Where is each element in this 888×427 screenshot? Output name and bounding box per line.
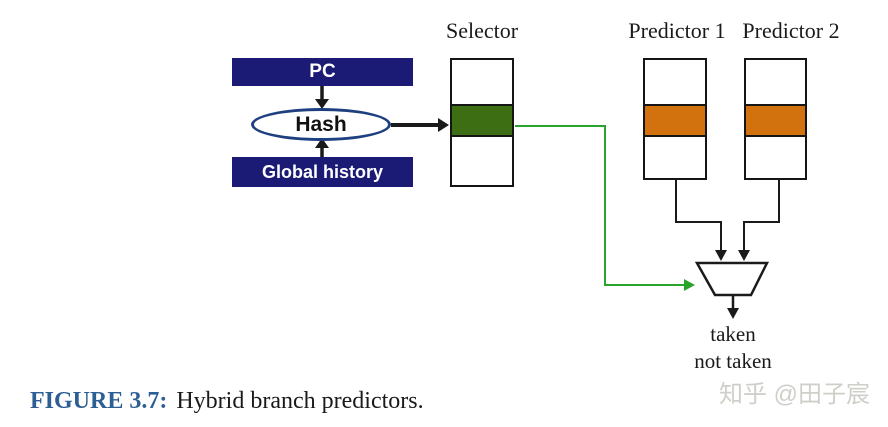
pc-box: PC: [232, 58, 413, 86]
mux-shape: [694, 261, 770, 297]
selector-table: [450, 58, 514, 187]
hash-ellipse: Hash: [251, 108, 391, 141]
predictor1-entry-top: [645, 60, 705, 104]
figure-number-label: FIGURE 3.7:: [30, 388, 168, 414]
predictor2-entry-selected: [746, 104, 805, 137]
predictor2-entry-top: [746, 60, 805, 104]
predictor2-to-mux-wire: [738, 180, 780, 261]
figure-caption-text: Hybrid branch predictors.: [176, 388, 424, 414]
predictor1-label: Predictor 1: [628, 18, 726, 43]
predictor2-label: Predictor 2: [742, 18, 840, 43]
selector-label: Selector: [445, 18, 519, 43]
figure-caption: FIGURE 3.7: Hybrid branch predictors.: [30, 388, 424, 415]
global-history-box: Global history: [232, 157, 413, 187]
predictor2-table: [744, 58, 807, 180]
selector-entry-selected: [452, 104, 512, 137]
selector-entry-top: [452, 60, 512, 104]
predictor1-entry-selected: [645, 104, 705, 137]
taken-label: taken: [710, 322, 756, 346]
predictor1-table: [643, 58, 707, 180]
zhihu-watermark: 知乎 @田子宸: [718, 381, 870, 408]
pc-to-hash-arrow: [315, 86, 329, 109]
hash-label: Hash: [295, 112, 347, 136]
hash-to-selector-arrow: [391, 118, 449, 132]
mux-output-arrow: [727, 296, 739, 319]
prediction-output-labels: taken not taken: [663, 321, 803, 375]
global-history-label: Global history: [261, 161, 384, 182]
not-taken-label: not taken: [694, 349, 772, 373]
pc-box-label: PC: [309, 61, 336, 82]
predictor1-to-mux-wire: [675, 180, 727, 261]
